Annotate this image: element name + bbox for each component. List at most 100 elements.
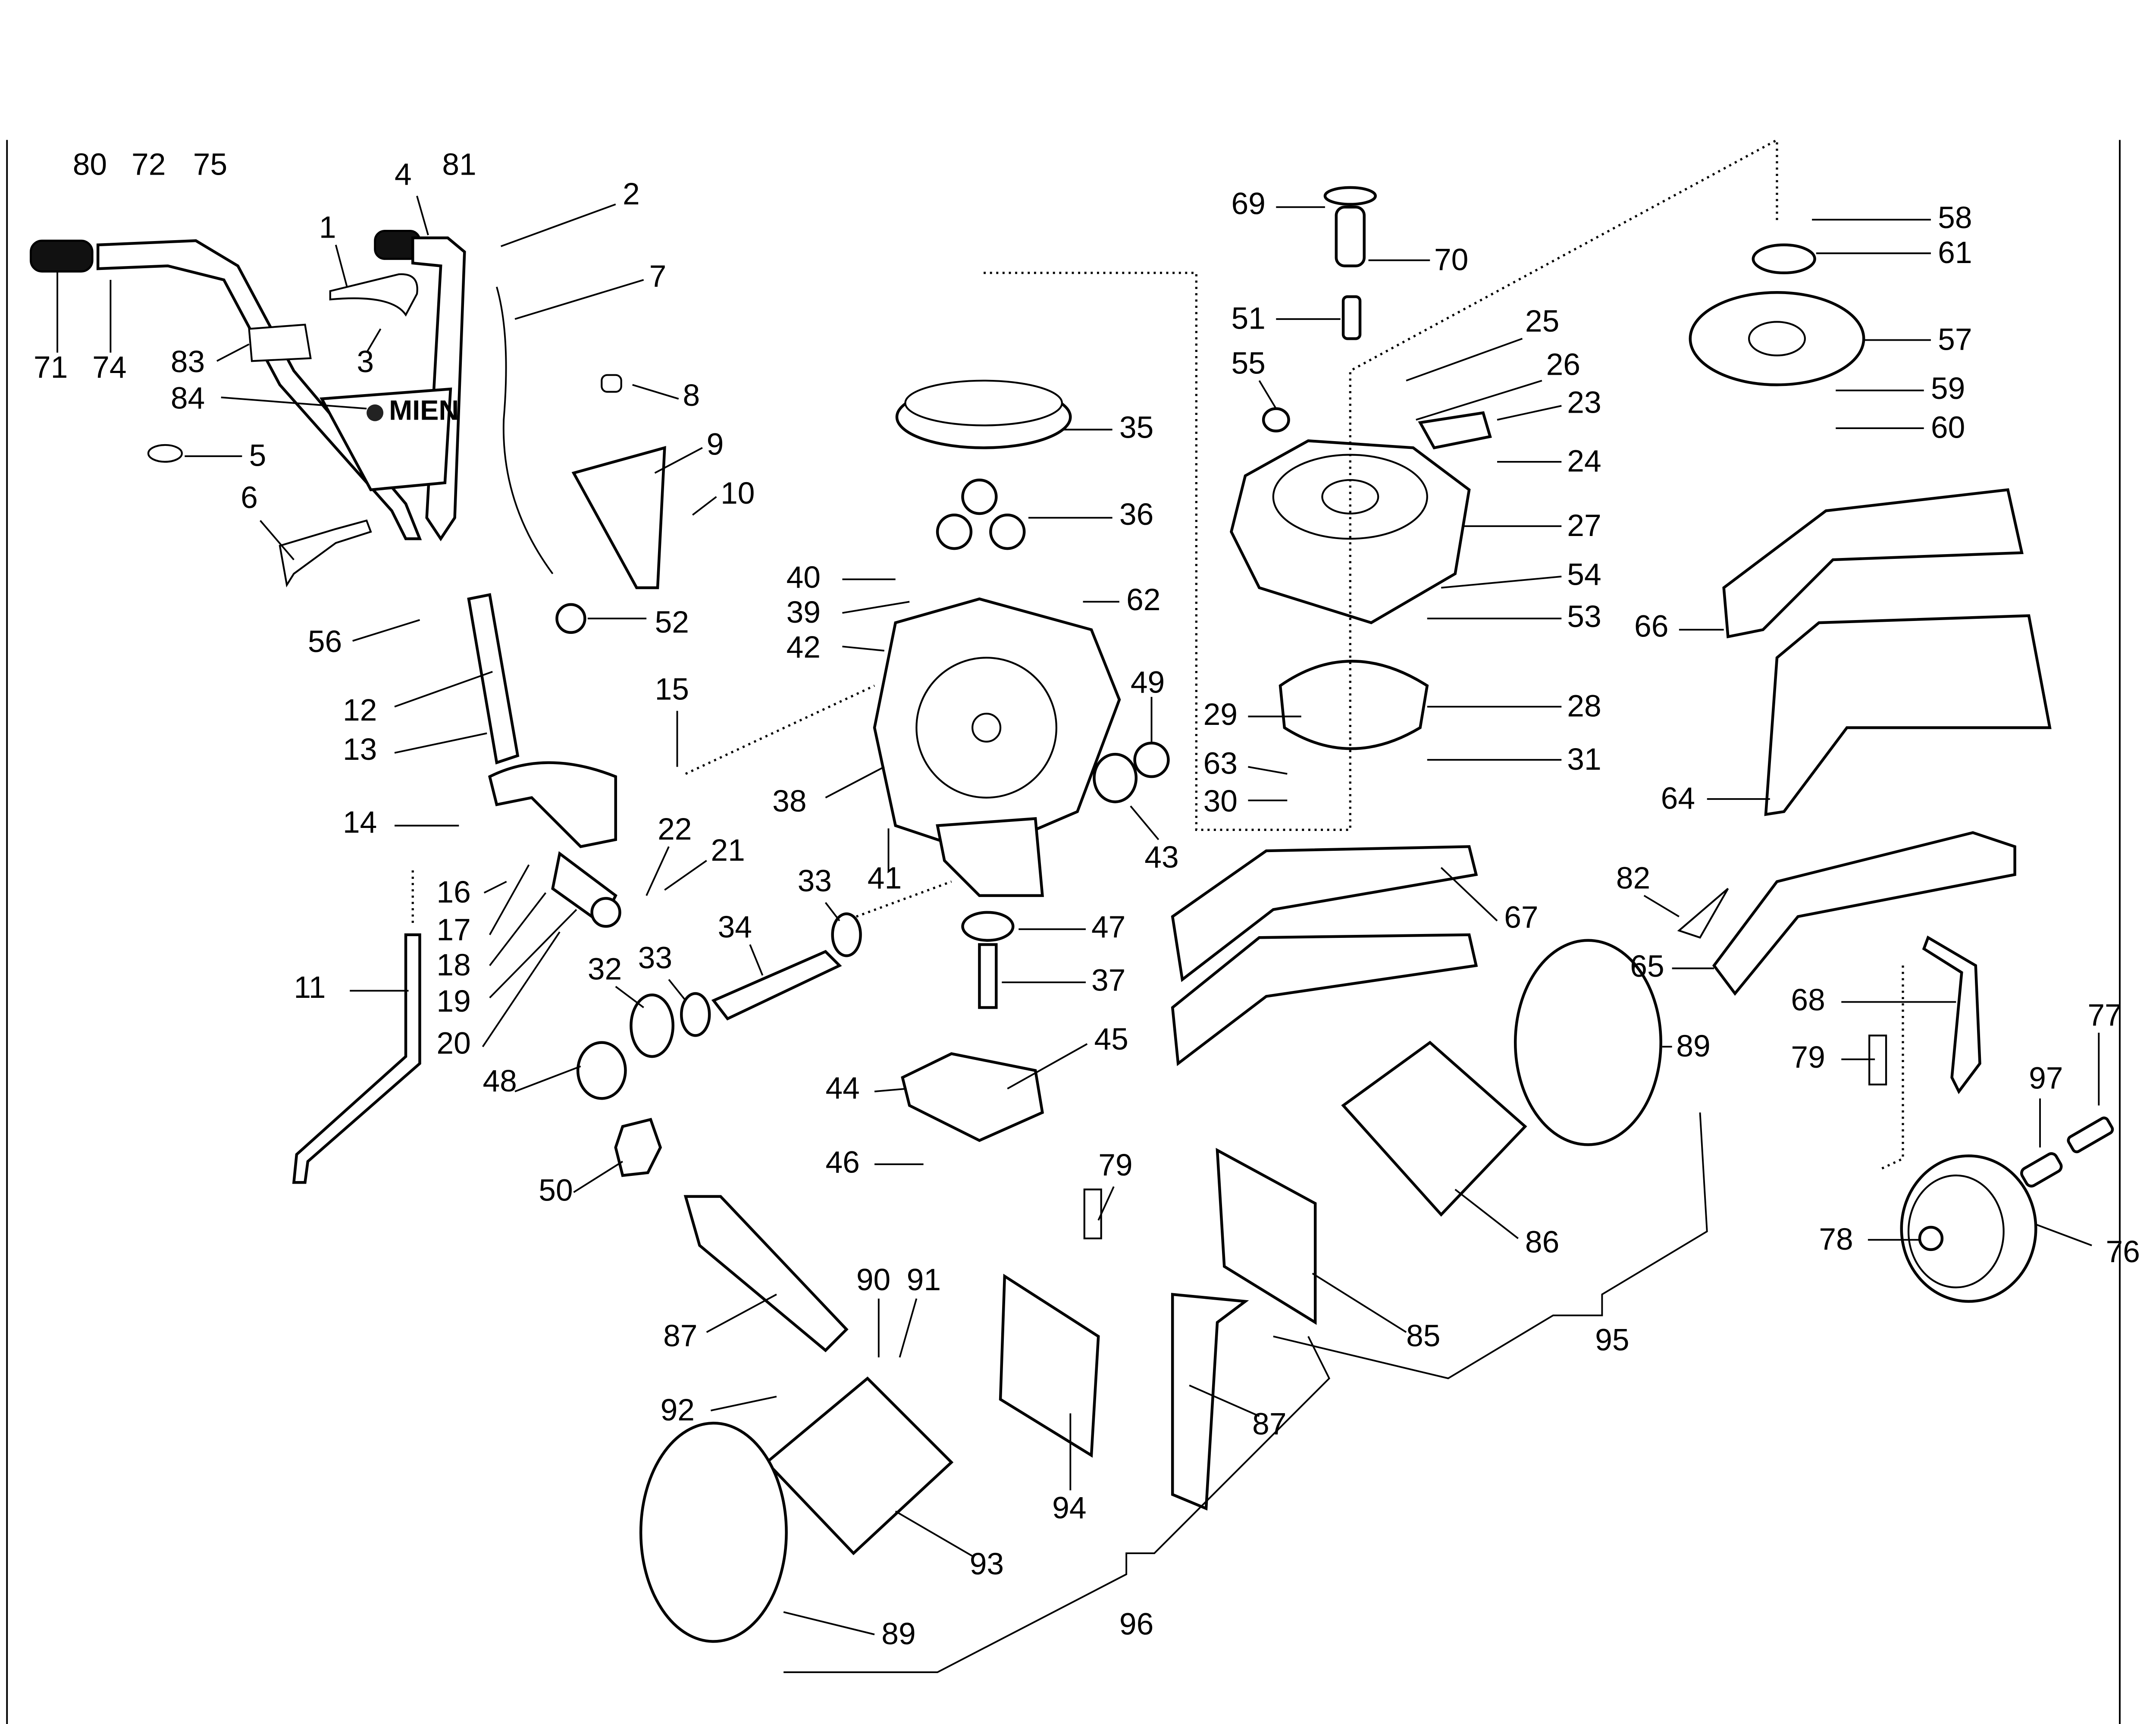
assembly-guide-fork	[1881, 965, 1904, 1170]
bearing-61	[1752, 243, 1816, 275]
part-label-p6: 6	[241, 480, 258, 515]
leader-line-p18	[489, 892, 547, 966]
pulley-48	[576, 1041, 627, 1100]
logo-text: MIEN	[389, 395, 459, 426]
handlebar-right-arm	[411, 236, 466, 542]
flange-bore	[1748, 321, 1806, 357]
part-label-p59: 59	[1931, 371, 1965, 406]
part-label-p23: 23	[1567, 385, 1601, 420]
bearing-33-bottom	[680, 992, 711, 1037]
tine-87-right	[1171, 1293, 1249, 1511]
part-label-p33b: 33	[638, 941, 672, 975]
part-label-p91: 91	[907, 1263, 941, 1297]
leader-line-p42	[842, 646, 884, 652]
crank-handle-6	[279, 519, 372, 588]
part-label-p51: 51	[1231, 301, 1265, 336]
clamp-5	[147, 444, 183, 463]
handlebar-panel	[320, 387, 452, 492]
leader-line-p20	[482, 931, 561, 1047]
assembly-guide-bolt-15	[685, 684, 875, 775]
leader-line-p79a	[1097, 1186, 1115, 1221]
leader-line-p9	[654, 447, 703, 474]
flange-93	[765, 1376, 954, 1555]
frame-assembly	[1677, 243, 2114, 1303]
part-label-p43: 43	[1144, 840, 1178, 875]
seal-43	[1093, 752, 1138, 803]
part-label-p12: 12	[343, 693, 377, 727]
part-label-p94: 94	[1052, 1491, 1086, 1525]
gear-36b	[936, 513, 973, 550]
leader-line-p7	[514, 279, 644, 320]
leader-line-p87a	[706, 1294, 777, 1333]
bracket-9	[571, 446, 666, 589]
leader-line-p39	[842, 601, 910, 614]
part-label-p49: 49	[1131, 665, 1165, 699]
leader-line-p13	[394, 732, 487, 754]
part-label-p37: 37	[1091, 963, 1125, 998]
clip-pin-79-right	[1868, 1034, 1887, 1086]
leader-line-p93	[895, 1511, 973, 1557]
frame-plate-65	[1712, 831, 2016, 996]
part-label-p58: 58	[1938, 201, 1972, 235]
part-label-p86: 86	[1525, 1225, 1559, 1259]
part-label-p38: 38	[772, 784, 806, 818]
part-label-p33a: 33	[798, 864, 832, 898]
part-label-p2: 2	[623, 177, 640, 211]
blade-82	[1677, 888, 1729, 939]
flange-86	[1341, 1041, 1527, 1217]
spacer-97	[2020, 1152, 2063, 1188]
drum-35-inner	[904, 379, 1063, 426]
shaft-34	[711, 950, 842, 1021]
leader-line-p76	[2035, 1223, 2092, 1246]
part-label-p5: 5	[249, 439, 266, 473]
leader-line-p4	[416, 195, 429, 235]
part-label-p89a: 89	[1676, 1029, 1710, 1063]
gearbox-neck	[936, 817, 1044, 897]
part-label-p79a: 79	[1098, 1148, 1132, 1182]
part-label-p42: 42	[787, 630, 821, 665]
part-label-p83: 83	[171, 345, 205, 379]
part-label-p87a: 87	[663, 1319, 697, 1353]
leader-line-p25	[1406, 338, 1523, 382]
part-label-p87b: 87	[1252, 1407, 1286, 1441]
bearing-47	[961, 911, 1015, 942]
leader-line-p26	[1416, 379, 1542, 421]
pivot-20	[590, 897, 621, 928]
part-label-p25: 25	[1525, 304, 1559, 339]
gear-32	[630, 994, 675, 1058]
gear-36c	[989, 513, 1026, 550]
part-label-p57: 57	[1938, 322, 1972, 357]
depth-bar-assembly	[292, 593, 621, 1184]
part-label-p79b: 79	[1791, 1040, 1825, 1075]
part-label-p44: 44	[825, 1071, 859, 1105]
leader-line-p86	[1454, 1188, 1519, 1239]
cover-44	[901, 1052, 1044, 1142]
leader-line-p33a	[824, 902, 840, 922]
part-label-p30: 30	[1203, 784, 1238, 818]
flange-85	[1216, 1147, 1317, 1325]
part-label-p50: 50	[539, 1173, 573, 1207]
decal-83	[248, 323, 312, 362]
part-label-p9: 9	[707, 427, 724, 462]
leader-line-p22	[646, 846, 670, 896]
leader-line-p48	[514, 1065, 581, 1093]
part-label-p40: 40	[787, 560, 821, 595]
part-label-p20: 20	[436, 1026, 470, 1061]
leader-line-p19	[489, 909, 577, 999]
part-label-p78: 78	[1819, 1222, 1853, 1257]
nut-50	[614, 1118, 662, 1177]
part-label-p26: 26	[1546, 348, 1580, 382]
leader-line-p54	[1441, 576, 1562, 589]
leader-line-p67	[1440, 867, 1498, 922]
cap-49	[1133, 741, 1170, 778]
part-label-p19: 19	[436, 984, 470, 1019]
part-label-p17: 17	[436, 913, 470, 947]
handlebar-assembly: MIEN	[29, 230, 666, 634]
leader-line-p87b	[1189, 1384, 1260, 1417]
part-label-p65: 65	[1630, 949, 1664, 984]
part-label-p8: 8	[683, 378, 700, 413]
frame-bar-64	[1764, 614, 2052, 816]
